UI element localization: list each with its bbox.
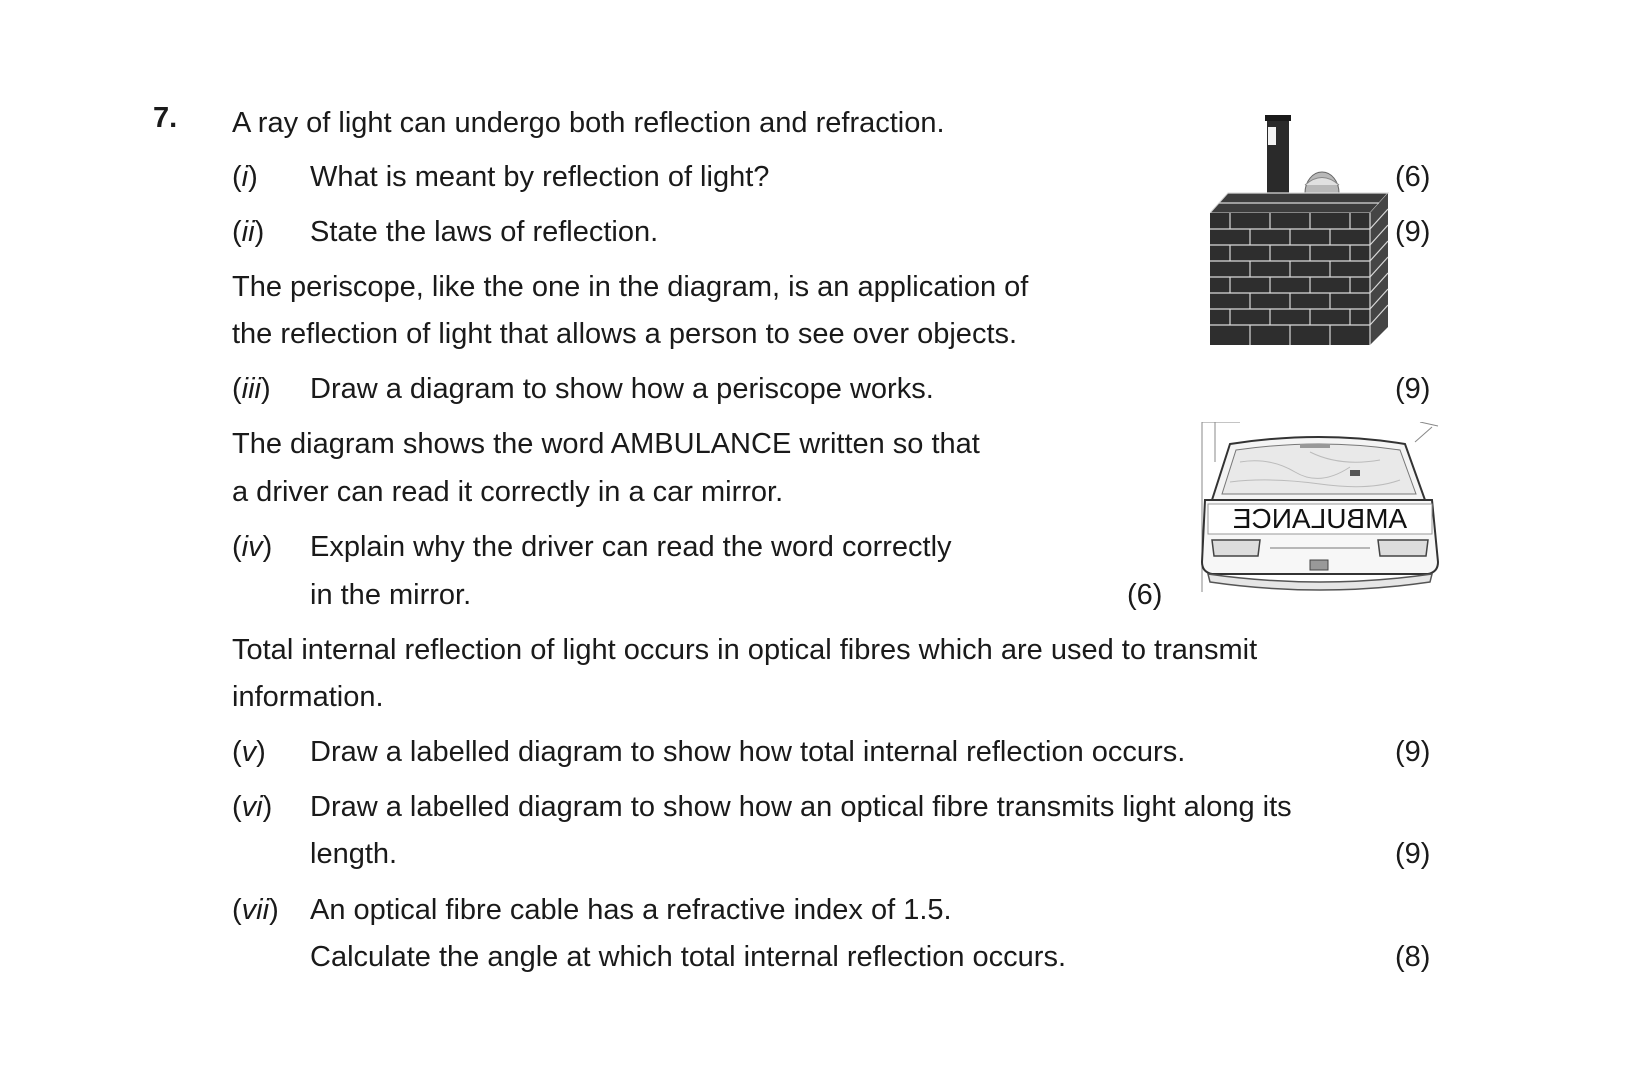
ambulance-figure: AMBULANCE	[1200, 421, 1440, 600]
part-v-text: Draw a labelled diagram to show how tota…	[310, 736, 1186, 768]
part-label-iii: (iii)	[232, 373, 271, 405]
part-iv-marks: (6)	[1127, 579, 1163, 611]
part-vi-text-line1: Draw a labelled diagram to show how an o…	[310, 791, 1292, 823]
part-label-iv: (iv)	[232, 531, 273, 563]
part-iii-text: Draw a diagram to show how a periscope w…	[310, 373, 934, 405]
ambulance-paragraph-line1: The diagram shows the word AMBULANCE wri…	[232, 428, 980, 460]
part-v-marks: (9)	[1395, 736, 1431, 768]
ambulance-illustration: AMBULANCE	[1200, 421, 1440, 592]
part-vii-marks: (8)	[1395, 941, 1431, 973]
periscope-paragraph-line1: The periscope, like the one in the diagr…	[232, 271, 1029, 303]
part-vii-text-line1: An optical fibre cable has a refractive …	[310, 894, 952, 926]
part-vi-marks: (9)	[1395, 838, 1431, 870]
part-label-vii: (vii)	[232, 894, 279, 926]
part-ii-text: State the laws of reflection.	[310, 216, 659, 248]
periscope-figure	[1208, 115, 1410, 355]
part-vi-text-line2: length.	[310, 838, 398, 870]
tir-paragraph-line1: Total internal reflection of light occur…	[232, 634, 1258, 666]
tir-paragraph-line2: information.	[232, 681, 384, 713]
part-iv-text-line2: in the mirror.	[310, 579, 472, 611]
question-intro: A ray of light can undergo both reflecti…	[232, 107, 945, 139]
part-iv-text-line1: Explain why the driver can read the word…	[310, 531, 952, 563]
part-label-i: (i)	[232, 161, 258, 193]
part-label-ii: (ii)	[232, 216, 265, 248]
ambulance-paragraph-line2: a driver can read it correctly in a car …	[232, 476, 784, 508]
ambulance-mirrored-word: AMBULANCE	[1233, 503, 1407, 534]
part-label-vi: (vi)	[232, 791, 273, 823]
periscope-illustration	[1208, 115, 1390, 345]
part-i-text: What is meant by reflection of light?	[310, 161, 770, 193]
periscope-paragraph-line2: the reflection of light that allows a pe…	[232, 318, 1018, 350]
question-number: 7.	[153, 102, 178, 134]
part-i-marks: (6)	[1395, 161, 1431, 193]
part-iii-marks: (9)	[1395, 373, 1431, 405]
part-vii-text-line2: Calculate the angle at which total inter…	[310, 941, 1067, 973]
part-label-v: (v)	[232, 736, 266, 768]
part-ii-marks: (9)	[1395, 216, 1431, 248]
